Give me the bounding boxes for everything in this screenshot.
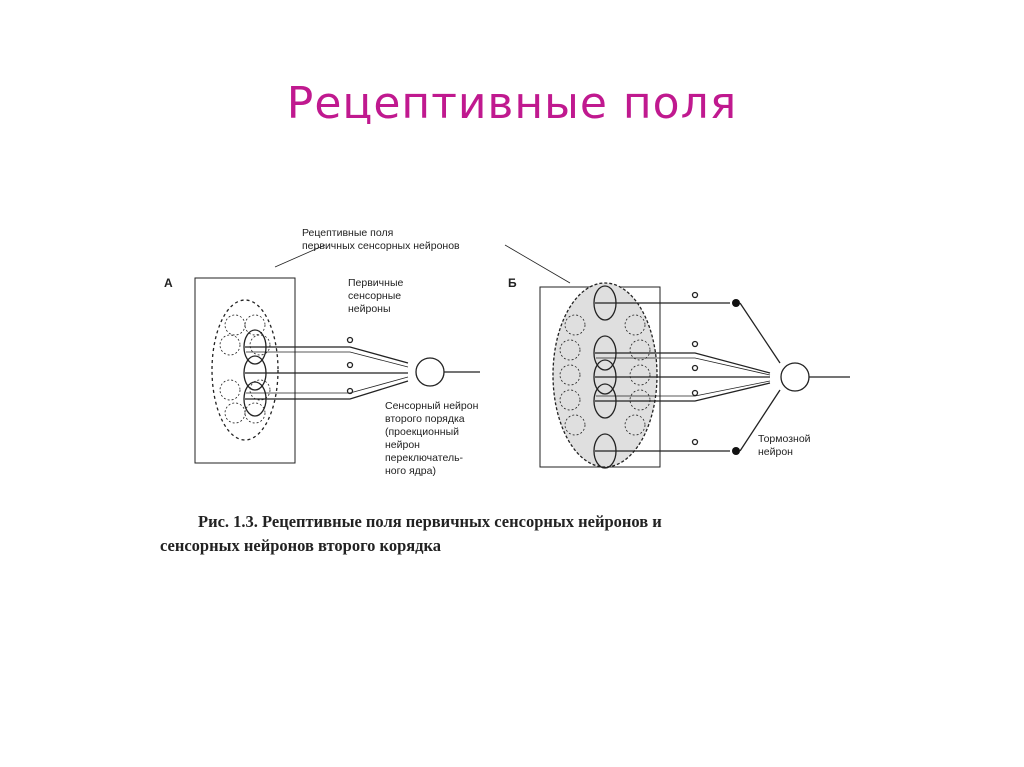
field-cells-a xyxy=(219,314,271,424)
caption-line-2: сенсорных нейронов второго корядка xyxy=(160,536,442,555)
label-primary-neurons: Первичные сенсорные нейроны xyxy=(348,277,404,315)
label-inhibitory-neuron: Тормозной нейрон xyxy=(758,433,811,458)
second-order-neuron-b xyxy=(780,362,810,392)
label-second-order-neuron: Сенсорный нейрон второго порядка (проекц… xyxy=(385,400,479,477)
neuron-icon xyxy=(691,364,699,372)
neuron-icon xyxy=(346,387,354,395)
receptive-field-a xyxy=(211,299,279,441)
label-receptive-fields: Рецептивные поля первичных сенсорных ней… xyxy=(302,227,460,252)
synapse-icon xyxy=(732,447,740,455)
axon-a3 xyxy=(245,380,409,400)
slide-title: Рецептивные поля xyxy=(286,78,738,129)
receptive-fields-figure: А Б Рецептивные поля первичных сенсорных… xyxy=(150,215,870,575)
neuron-icon xyxy=(346,336,354,344)
receptive-field-b xyxy=(552,282,658,468)
panel-label-a: А xyxy=(164,276,173,290)
synapse-icon xyxy=(732,299,740,307)
neuron-icon xyxy=(691,291,699,299)
caption-line-1: Рис. 1.3. Рецептивные поля первичных сен… xyxy=(198,512,662,531)
axon-a1 xyxy=(245,346,409,364)
neuron-icon xyxy=(691,340,699,348)
skin-area-a xyxy=(194,277,296,464)
neuron-icon xyxy=(691,438,699,446)
neuron-icon xyxy=(346,361,354,369)
field-cells-b xyxy=(559,314,651,436)
neuron-icon xyxy=(691,389,699,397)
second-order-neuron-a xyxy=(415,357,445,387)
figure-caption: Рис. 1.3. Рецептивные поля первичных сен… xyxy=(150,510,870,558)
panel-label-b: Б xyxy=(508,276,517,290)
diagram-drawing xyxy=(194,244,850,469)
